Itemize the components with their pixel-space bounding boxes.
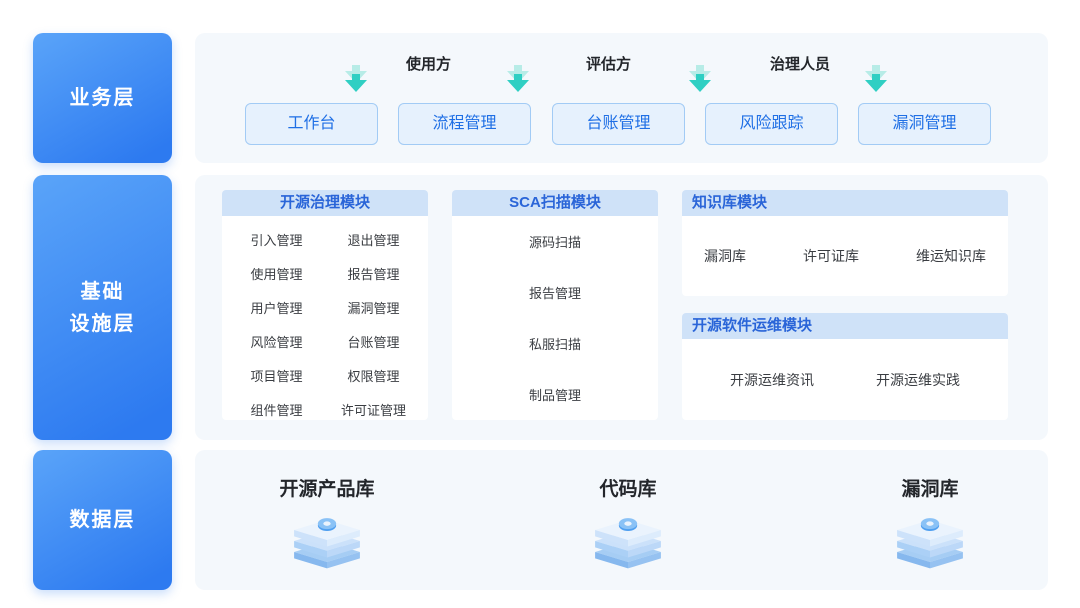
module-knowledge-base: 知识库模块 漏洞库 许可证库 维运知识库 bbox=[682, 190, 1008, 296]
button-process-management: 流程管理 bbox=[398, 103, 531, 145]
datastore-oss-products: 开源产品库 bbox=[247, 474, 407, 573]
datastore-label: 代码库 bbox=[599, 479, 657, 500]
database-icon bbox=[595, 518, 661, 569]
list-item: 退出管理 bbox=[347, 233, 400, 248]
datastore-vulnerability-db: 漏洞库 bbox=[850, 474, 1010, 573]
down-arrow-icon bbox=[689, 65, 711, 92]
list-item: 风险管理 bbox=[250, 335, 303, 350]
module-title: SCA扫描模块 bbox=[452, 190, 658, 216]
datastore-code-repo: 代码库 bbox=[548, 474, 708, 573]
ops-item-row: 开源运维资讯 开源运维实践 bbox=[682, 339, 1008, 420]
button-ledger-management: 台账管理 bbox=[552, 103, 685, 145]
down-arrow-icon bbox=[865, 65, 887, 92]
module-oss-operations: 开源软件运维模块 开源运维资讯 开源运维实践 bbox=[682, 313, 1008, 420]
button-vulnerability-management: 漏洞管理 bbox=[858, 103, 991, 145]
list-item: 报告管理 bbox=[528, 286, 581, 301]
list-item: 漏洞管理 bbox=[347, 301, 400, 316]
module-sca-scan: SCA扫描模块 源码扫描 报告管理 私服扫描 制品管理 bbox=[452, 190, 658, 420]
governance-item-grid: 引入管理 退出管理 使用管理 报告管理 用户管理 漏洞管理 风险管理 台账管理 … bbox=[222, 216, 428, 417]
database-icon bbox=[294, 518, 360, 569]
list-item: 维运知识库 bbox=[916, 248, 986, 264]
data-panel: 开源产品库 代码库 漏洞库 bbox=[195, 450, 1048, 590]
module-title: 知识库模块 bbox=[682, 190, 1008, 216]
sca-item-list: 源码扫描 报告管理 私服扫描 制品管理 bbox=[452, 216, 658, 420]
list-item: 开源运维实践 bbox=[876, 371, 960, 388]
layer-badge-business: 业务层 bbox=[33, 33, 172, 163]
datastore-label: 漏洞库 bbox=[901, 479, 959, 500]
down-arrow-icon bbox=[345, 65, 367, 92]
infrastructure-panel: 开源治理模块 引入管理 退出管理 使用管理 报告管理 用户管理 漏洞管理 风险管… bbox=[195, 175, 1048, 440]
list-item: 源码扫描 bbox=[528, 235, 581, 250]
layer-badge-data: 数据层 bbox=[33, 450, 172, 590]
button-workbench: 工作台 bbox=[245, 103, 378, 145]
business-panel: 使用方 评估方 治理人员 工作台 流程管理 台账管理 风险跟踪 漏洞管理 bbox=[195, 33, 1048, 163]
module-governance: 开源治理模块 引入管理 退出管理 使用管理 报告管理 用户管理 漏洞管理 风险管… bbox=[222, 190, 428, 420]
module-title: 开源治理模块 bbox=[222, 190, 428, 216]
database-icon bbox=[897, 518, 963, 569]
module-title: 开源软件运维模块 bbox=[682, 313, 1008, 339]
down-arrow-icon bbox=[507, 65, 529, 92]
list-item: 引入管理 bbox=[250, 233, 303, 248]
list-item: 组件管理 bbox=[250, 403, 303, 418]
role-label-user: 使用方 bbox=[406, 56, 452, 73]
list-item: 使用管理 bbox=[250, 267, 303, 282]
knowledge-item-row: 漏洞库 许可证库 维运知识库 bbox=[682, 216, 1008, 296]
role-label-evaluator: 评估方 bbox=[586, 56, 632, 73]
list-item: 私服扫描 bbox=[528, 337, 581, 352]
datastore-label: 开源产品库 bbox=[279, 479, 375, 500]
list-item: 许可证管理 bbox=[340, 403, 406, 418]
list-item: 开源运维资讯 bbox=[730, 371, 814, 388]
list-item: 许可证库 bbox=[803, 248, 859, 264]
list-item: 漏洞库 bbox=[704, 248, 746, 264]
button-risk-tracking: 风险跟踪 bbox=[705, 103, 838, 145]
list-item: 制品管理 bbox=[528, 388, 581, 403]
layer-badge-infrastructure: 基础 设施层 bbox=[33, 175, 172, 440]
list-item: 台账管理 bbox=[347, 335, 400, 350]
list-item: 用户管理 bbox=[250, 301, 303, 316]
list-item: 项目管理 bbox=[250, 369, 303, 384]
list-item: 报告管理 bbox=[347, 267, 400, 282]
list-item: 权限管理 bbox=[347, 369, 400, 384]
role-label-governance-staff: 治理人员 bbox=[770, 56, 831, 73]
